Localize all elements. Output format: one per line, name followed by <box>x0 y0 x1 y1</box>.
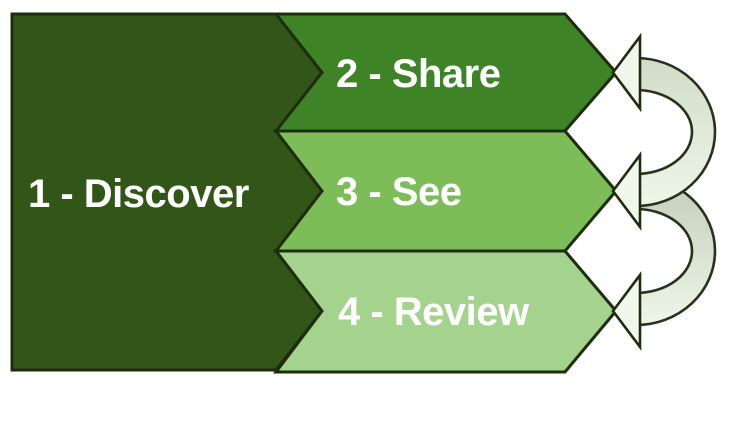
arrowhead-1-icon <box>611 32 642 113</box>
step-3-label: 3 - See <box>336 170 461 214</box>
step-4-label: 4 - Review <box>338 290 530 334</box>
arrowhead-2-icon <box>611 151 642 231</box>
arrowhead-3-icon <box>611 271 642 351</box>
step-4-chevron <box>272 249 618 374</box>
step-1-label: 1 - Discover <box>28 172 249 216</box>
u-turn-arrow-1-icon <box>634 56 717 208</box>
step-2-label: 2 - Share <box>336 52 500 96</box>
